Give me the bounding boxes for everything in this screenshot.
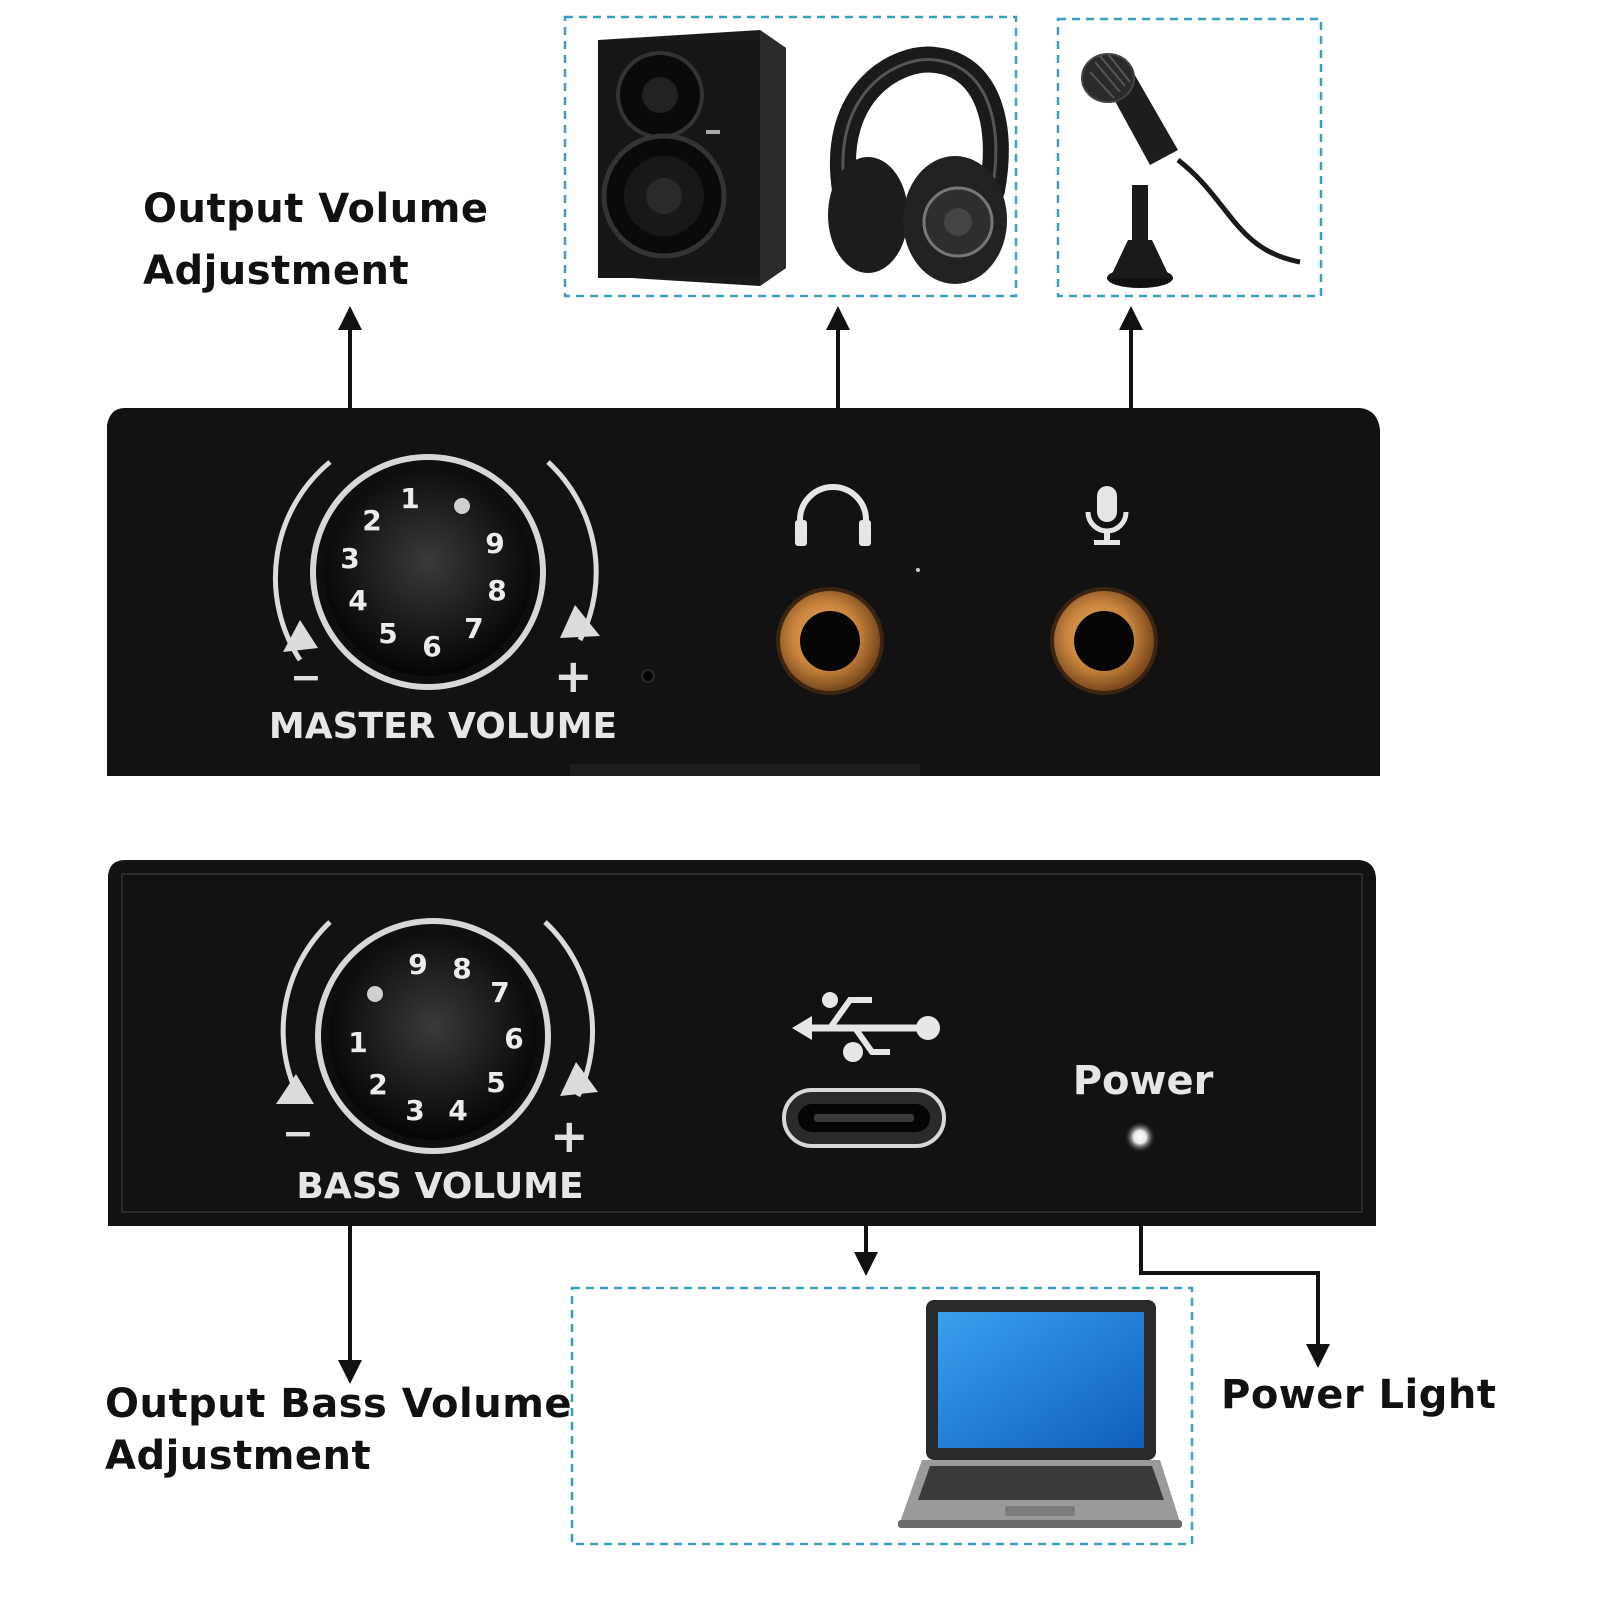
headphone-jack[interactable] (776, 587, 884, 695)
output-bass-volume-line1: Output Bass Volume (105, 1381, 573, 1427)
power-light-text: Power Light (1221, 1372, 1497, 1418)
minus-sign: − (290, 655, 322, 699)
power-led (1124, 1121, 1156, 1153)
bass-knob-number-7: 7 (490, 976, 509, 1009)
output-bass-volume-line2: Adjustment (105, 1433, 372, 1479)
output-devices-box (563, 15, 1018, 298)
bass-knob-number-1: 1 (348, 1026, 367, 1059)
front-panel: 1 2 3 4 5 6 7 8 9 − + MASTER VOLUME (107, 408, 1380, 776)
usb-c-port[interactable] (782, 1088, 946, 1148)
bass-minus-sign: − (282, 1111, 314, 1155)
arrow-power-light (1139, 1226, 1330, 1368)
bass-plus-sign: + (550, 1109, 589, 1163)
bass-volume-label: BASS VOLUME (296, 1166, 583, 1207)
knob-number-6: 6 (422, 630, 441, 663)
headphones-icon (828, 46, 1009, 284)
microphone-jack-icon (1085, 486, 1129, 545)
input-device-box (1056, 17, 1323, 298)
rear-panel: 1 2 3 4 5 6 7 8 9 − + BASS VOLUME (108, 860, 1376, 1226)
master-volume-label: MASTER VOLUME (269, 706, 617, 747)
usb-icon (792, 992, 940, 1062)
output-volume-callout: Output Volume Adjustment (143, 178, 489, 302)
plus-sign: + (554, 649, 593, 703)
microphone-icon (1081, 53, 1301, 288)
knob-number-5: 5 (378, 617, 397, 650)
computer-box (570, 1286, 1194, 1546)
knob-number-7: 7 (464, 612, 483, 645)
bass-knob-number-2: 2 (368, 1068, 387, 1101)
knob-number-8: 8 (487, 574, 506, 607)
power-label: Power (1073, 1058, 1214, 1104)
knob-number-1: 1 (400, 482, 419, 515)
laptop-icon (898, 1300, 1182, 1528)
knob-number-9: 9 (485, 527, 504, 560)
power-light-callout: Power Light (1221, 1364, 1496, 1426)
bass-knob-number-9: 9 (408, 948, 427, 981)
headphone-jack-icon (795, 484, 871, 546)
bass-volume-knob[interactable]: 1 2 3 4 5 6 7 8 9 (315, 918, 551, 1154)
knob-number-3: 3 (340, 542, 359, 575)
output-volume-line2: Adjustment (143, 248, 410, 294)
microphone-jack[interactable] (1050, 587, 1158, 695)
output-volume-line1: Output Volume (143, 186, 489, 232)
knob-number-4: 4 (348, 584, 367, 617)
bass-knob-number-6: 6 (504, 1022, 523, 1055)
master-volume-knob[interactable]: 1 2 3 4 5 6 7 8 9 (310, 454, 546, 690)
bass-knob-number-4: 4 (448, 1094, 467, 1127)
bass-knob-number-3: 3 (405, 1094, 424, 1127)
output-bass-volume-callout: Output Bass Volume Adjustment (105, 1378, 572, 1482)
bass-knob-number-8: 8 (452, 952, 471, 985)
bass-knob-number-5: 5 (486, 1066, 505, 1099)
knob-number-2: 2 (362, 504, 381, 537)
speaker-icon (598, 30, 786, 286)
